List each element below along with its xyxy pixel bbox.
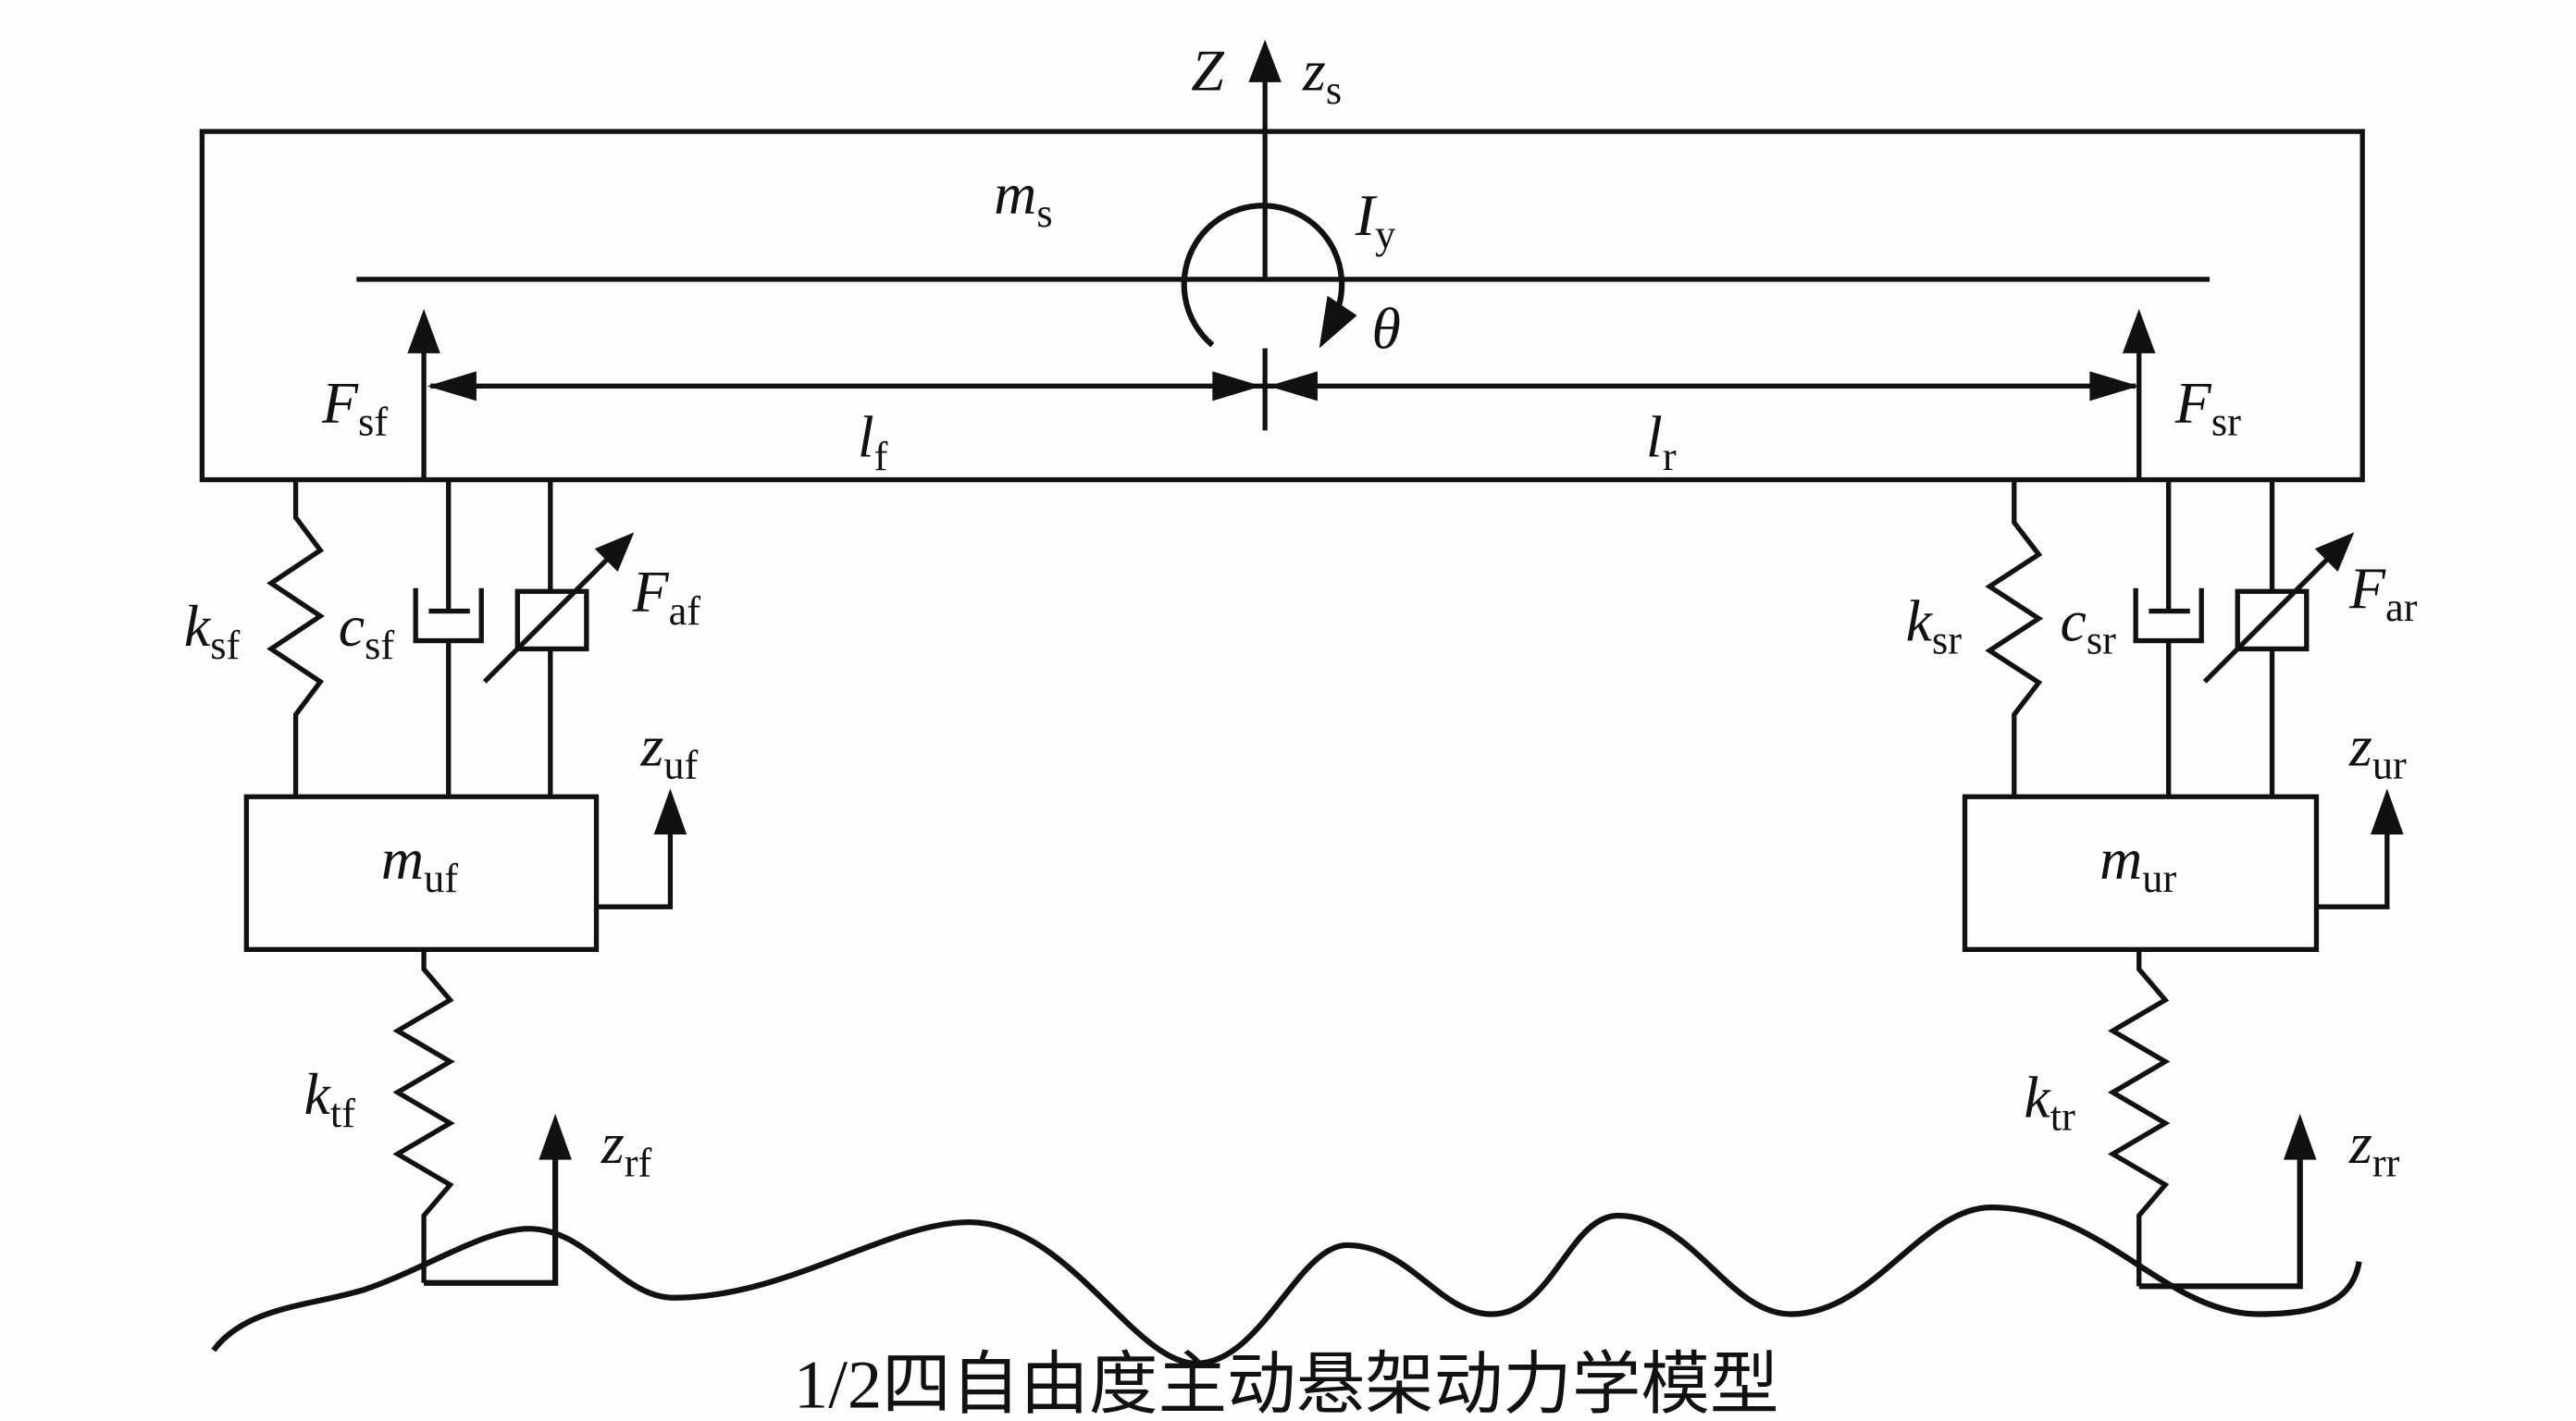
label-Faf: Faf xyxy=(632,559,701,634)
label-theta: θ xyxy=(1372,296,1401,362)
label-zrr: zrr xyxy=(2348,1110,2400,1185)
label-mur: mur xyxy=(2099,826,2176,901)
label-Iy: Iy xyxy=(1355,182,1396,257)
rear-force-arrowhead xyxy=(2122,308,2156,353)
dim-arrow-center-left xyxy=(1212,371,1262,402)
front-actuator-arrowhead xyxy=(594,532,635,572)
label-ktr: ktr xyxy=(2024,1064,2075,1139)
rear-actuator-arrowhead xyxy=(2314,532,2355,572)
dim-arrow-left-end xyxy=(427,371,477,402)
rear-tire-spring xyxy=(2108,949,2171,1287)
front-actuator-variable-arrow xyxy=(482,553,613,684)
rear-suspension-spring xyxy=(1985,479,2044,797)
diagram-caption: 1/2四自由度主动悬架动力学模型 xyxy=(794,1348,1779,1421)
label-zuf: zuf xyxy=(639,712,698,787)
label-zrf: zrf xyxy=(601,1110,652,1185)
rear-road-arrowhead xyxy=(2283,1113,2317,1160)
front-tire-spring xyxy=(392,949,455,1283)
front-road-arrowhead xyxy=(539,1113,572,1160)
label-Fsf: Fsf xyxy=(321,369,388,444)
label-ktf: ktf xyxy=(303,1061,355,1136)
front-force-arrowhead xyxy=(407,308,440,353)
label-zs: zs xyxy=(1302,38,1342,113)
label-muf: muf xyxy=(381,826,458,901)
dim-arrow-center-right xyxy=(1268,371,1318,402)
front-suspension-spring xyxy=(266,479,326,797)
pitch-rotation-arrowhead xyxy=(1319,295,1357,349)
label-csr: csr xyxy=(2060,588,2116,663)
front-unsprung-displacement-line xyxy=(596,829,674,909)
label-ksr: ksr xyxy=(1906,588,1963,663)
label-Fsr: Fsr xyxy=(2174,369,2241,444)
front-road-input-line xyxy=(424,1157,559,1286)
road-profile-curve xyxy=(211,1204,2362,1366)
label-ksf: ksf xyxy=(184,593,241,668)
label-Far: Far xyxy=(2348,555,2418,630)
sprung-mass-body xyxy=(199,129,2365,483)
rear-unsprung-displacement-line xyxy=(2316,829,2390,909)
z-axis-arrowhead xyxy=(1248,39,1282,82)
rear-suspension: ksr csr Far mur zur ktr zrr xyxy=(1906,479,2418,1290)
label-csf: csf xyxy=(339,593,395,668)
rear-unsprung-arrowhead xyxy=(2371,788,2404,835)
front-unsprung-arrowhead xyxy=(653,788,687,835)
label-Z: Z xyxy=(1191,38,1225,104)
label-lf: lf xyxy=(858,404,888,479)
front-suspension: ksf csf Faf muf zuf ktf zrf xyxy=(184,479,701,1286)
dim-arrow-right-end xyxy=(2089,371,2139,402)
label-zur: zur xyxy=(2348,712,2407,787)
label-ms: ms xyxy=(994,161,1052,236)
rear-road-input-line xyxy=(2138,1157,2303,1290)
rear-actuator-variable-arrow xyxy=(2202,553,2334,684)
label-lr: lr xyxy=(1646,404,1677,479)
pitch-rotation-arc xyxy=(1181,203,1345,348)
